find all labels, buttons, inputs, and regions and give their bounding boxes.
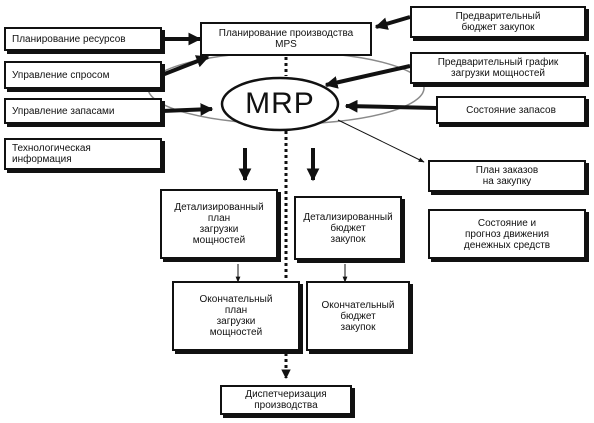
arrow-capacity-to-mrp [324,64,411,89]
final-budget-box: Окончательный бюджет закупок [306,281,410,351]
cash-flow-box: Состояние и прогноз движения денежных ср… [428,209,586,259]
preliminary-capacity-box: Предварительный график загрузки мощносте… [410,52,586,84]
mps-box: Планирование производства MPS [200,22,372,56]
inventory-status-box: Состояние запасов [436,96,586,124]
resource-planning-box: Планирование ресурсов [4,27,162,51]
technology-info-box: Технологическая информация [4,138,162,170]
arrow-budget-to-mps [374,15,411,30]
demand-management-box: Управление спросом [4,61,162,89]
preliminary-budget-box: Предварительный бюджет закупок [410,6,586,38]
mrp-ellipse [220,76,340,132]
arrow-demand-to-mps [161,55,210,77]
mrp-label: MRP [245,87,315,120]
arrow-mrp-to-orders [337,119,425,163]
purchase-orders-box: План заказов на закупку [428,160,586,192]
arrow-inventory-to-mrp [161,103,214,116]
inventory-management-box: Управление запасами [4,98,162,124]
dispatching-box: Диспетчеризация производства [220,385,352,415]
detailed-budget-box: Детализированный бюджет закупок [294,196,402,260]
detailed-capacity-box: Детализированный план загрузки мощностей [160,189,278,259]
final-capacity-box: Окончательный план загрузки мощностей [172,281,300,351]
arrow-stock-to-mrp [344,99,437,113]
